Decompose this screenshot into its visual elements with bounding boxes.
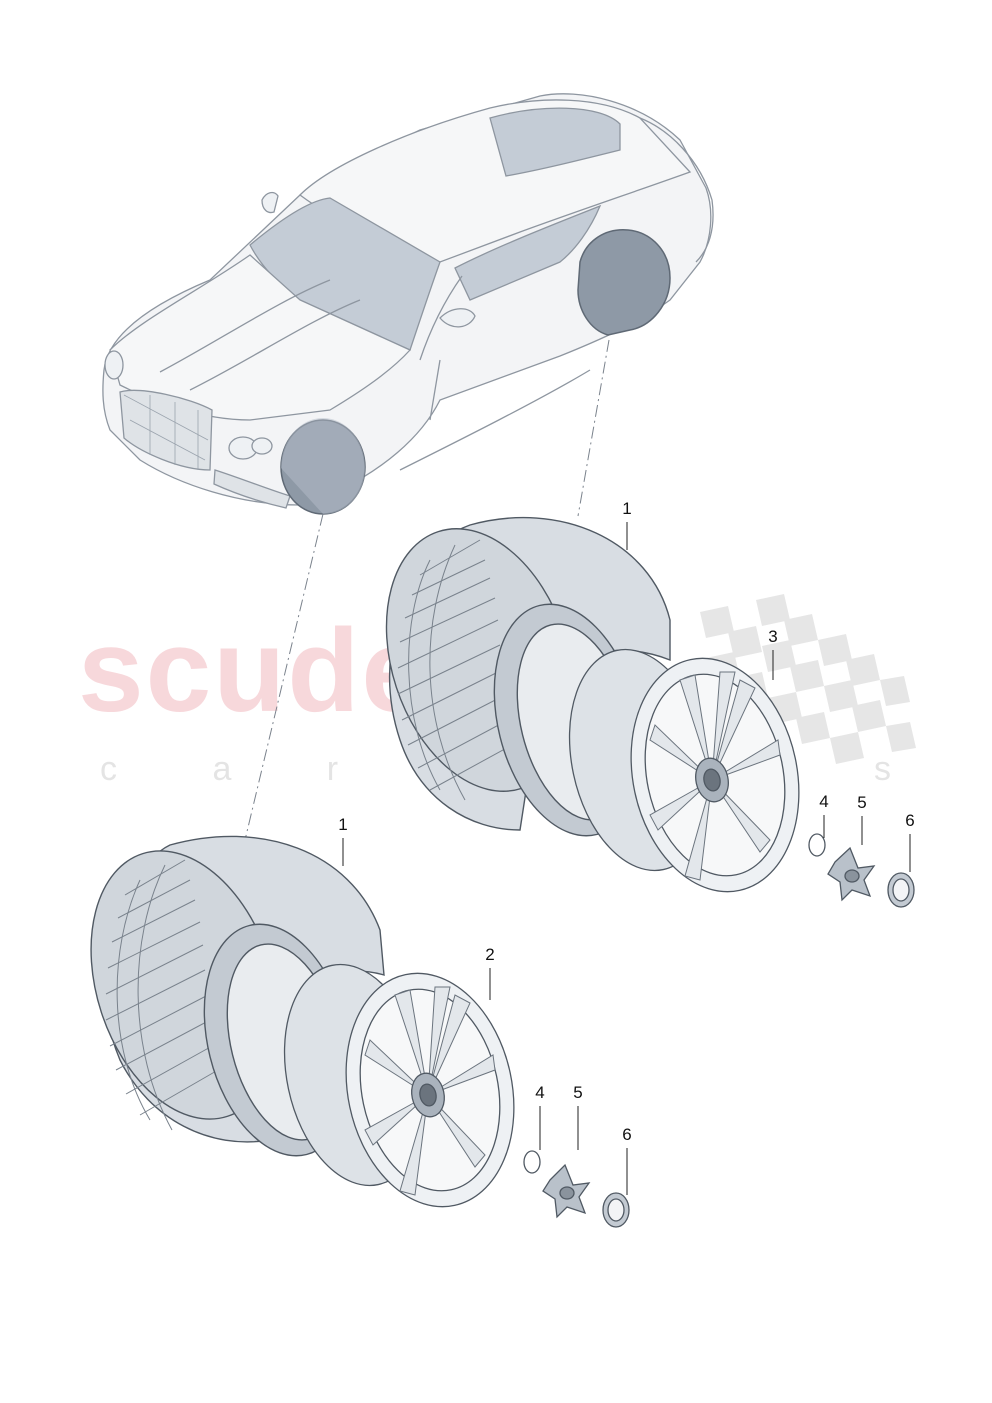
callout-4-upper: 4 (819, 792, 829, 811)
ring-4-upper (808, 833, 826, 857)
callout-1-upper: 1 (622, 499, 632, 518)
callout-4-lower: 4 (535, 1083, 545, 1102)
small-parts-upper (808, 833, 915, 908)
car-illustration (102, 93, 714, 509)
callout-5-lower: 5 (573, 1083, 583, 1102)
leader-lines (244, 339, 610, 841)
ring-4-lower (523, 1150, 541, 1174)
rim-lower (283, 963, 515, 1208)
rim-upper (568, 648, 800, 893)
callout-3: 3 (768, 627, 778, 646)
callout-6-upper: 6 (905, 811, 915, 830)
callout-2: 2 (485, 945, 495, 964)
small-parts-lower (523, 1150, 630, 1228)
callout-lines (342, 522, 911, 1195)
car-wheel-markers (280, 229, 671, 515)
callout-6-lower: 6 (622, 1125, 632, 1144)
callout-1-lower: 1 (338, 815, 348, 834)
callout-5-upper: 5 (857, 793, 867, 812)
